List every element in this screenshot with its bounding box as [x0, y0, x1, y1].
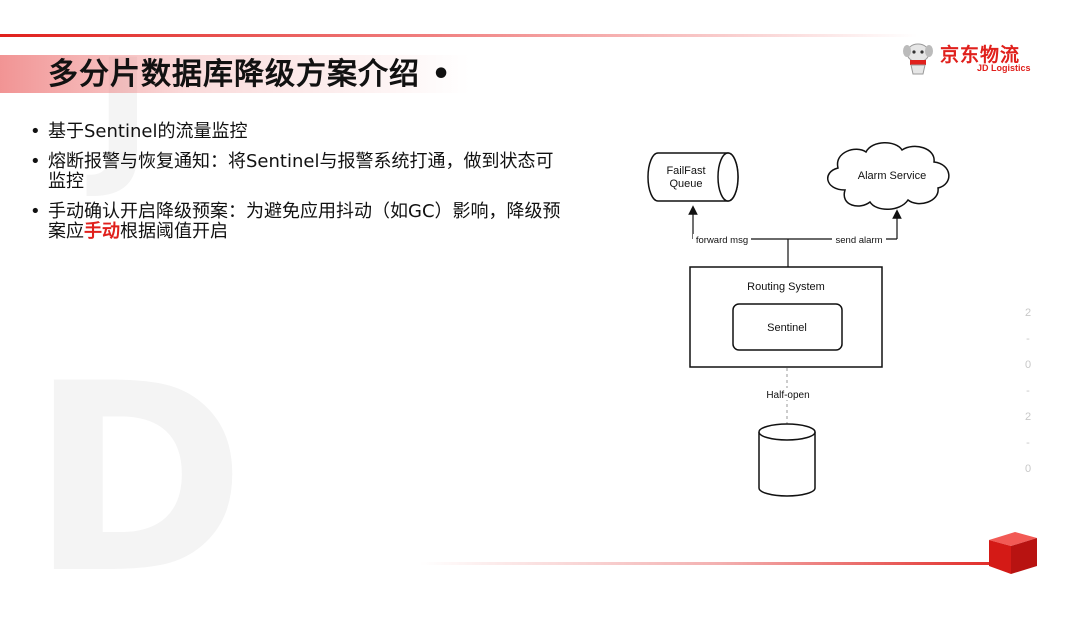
bullet-item: • 手动确认开启降级预案：为避免应用抖动（如GC）影响，降级预案应手动根据阈值开…	[30, 202, 570, 242]
bottom-accent-line	[420, 562, 1020, 565]
jd-dog-mascot-icon	[903, 43, 933, 75]
year-digit: 2	[1024, 411, 1032, 423]
forward-msg-label: forward msg	[696, 235, 748, 246]
bullet-text-post: 根据阈值开启	[120, 221, 228, 242]
alarm-service-node: Alarm Service	[827, 142, 950, 210]
sentinel-node: Sentinel	[732, 303, 843, 351]
bullet-text: 基于Sentinel的流量监控	[48, 121, 248, 142]
logo-name-en: JD Logistics	[977, 63, 1031, 73]
database-node	[758, 423, 816, 497]
page-title: 多分片数据库降级方案介绍 •	[48, 57, 452, 92]
bullet-dot: •	[30, 201, 41, 222]
bullet-dot: •	[30, 151, 41, 172]
year-digit: 0	[1024, 359, 1032, 371]
year-digit: -	[1026, 385, 1030, 397]
bullet-text-highlight: 手动	[84, 221, 120, 242]
top-accent-line	[0, 34, 1080, 37]
bullet-item: • 基于Sentinel的流量监控	[30, 122, 570, 142]
year-digit: -	[1026, 333, 1030, 345]
sentinel-label: Sentinel	[767, 322, 807, 334]
bullet-item: • 熔断报警与恢复通知：将Sentinel与报警系统打通，做到状态可监控	[30, 152, 570, 192]
background-letter-d: D	[30, 329, 246, 631]
logo-name-cn: 京东物流	[940, 44, 1021, 66]
half-open-label: Half-open	[766, 390, 809, 401]
red-cube-icon	[989, 532, 1037, 574]
alarm-service-label: Alarm Service	[858, 170, 926, 182]
year-vertical: 2 - 0 - 2 - 0	[1018, 300, 1038, 482]
failfast-label-line2: Queue	[669, 178, 702, 190]
bullet-text: 熔断报警与恢复通知：将Sentinel与报警系统打通，做到状态可监控	[48, 151, 554, 192]
year-digit: -	[1026, 437, 1030, 449]
architecture-diagram: FailFast Queue Alarm Service forward msg…	[647, 142, 950, 497]
title-band	[0, 55, 470, 93]
year-digit: 2	[1024, 307, 1032, 319]
bullet-list: • 基于Sentinel的流量监控 • 熔断报警与恢复通知：将Sentinel与…	[30, 122, 570, 252]
failfast-queue-node: FailFast Queue	[647, 152, 739, 202]
send-alarm-label: send alarm	[836, 235, 883, 246]
year-digit: 0	[1024, 463, 1032, 475]
bullet-text-pre: 手动确认开启降级预案：为避免应用抖动（如GC）影响，降级预案应	[48, 201, 561, 242]
routing-system-label: Routing System	[747, 281, 825, 293]
bullet-dot: •	[30, 121, 41, 142]
failfast-label-line1: FailFast	[666, 165, 705, 177]
jd-logistics-logo: 京东物流 JD Logistics	[900, 40, 1040, 78]
